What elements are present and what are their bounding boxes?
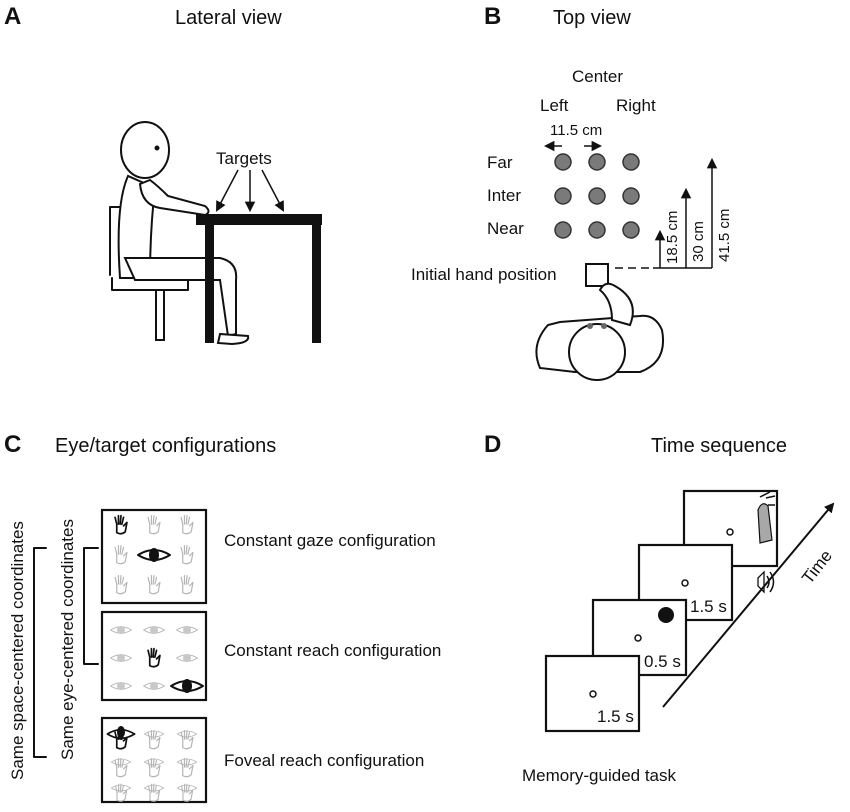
target-far-left bbox=[554, 153, 572, 171]
top-view-person bbox=[535, 282, 664, 381]
pupil-icon bbox=[117, 682, 125, 690]
panel-b: B Top view Center Left Right 11.5 cm Far… bbox=[411, 3, 733, 381]
row-label-inter: Inter bbox=[487, 186, 521, 205]
duration-label-3: 1.5 s bbox=[690, 597, 727, 616]
pupil-icon bbox=[183, 626, 191, 634]
panel-c: C Eye/target configurations Same space-c… bbox=[4, 431, 441, 804]
fixation-point bbox=[726, 528, 734, 536]
config-label-reach: Constant reach configuration bbox=[224, 641, 441, 660]
target-inter-left bbox=[554, 187, 572, 205]
pupil-icon bbox=[117, 626, 125, 634]
config-box-gaze bbox=[100, 508, 208, 605]
pupil-icon bbox=[150, 682, 158, 690]
seated-person-illustration: Targets bbox=[109, 121, 322, 346]
panel-a: A Lateral view Targets bbox=[4, 3, 322, 346]
person-head bbox=[120, 121, 170, 179]
space-coords-bracket bbox=[33, 547, 47, 758]
panel-a-letter: A bbox=[4, 3, 21, 30]
task-label: Memory-guided task bbox=[522, 766, 677, 785]
target-near-left bbox=[554, 221, 572, 239]
config-label-foveal: Foveal reach configuration bbox=[224, 751, 424, 770]
panel-c-title: Eye/target configurations bbox=[55, 435, 276, 457]
pupil-icon bbox=[150, 626, 158, 634]
row-label-near: Near bbox=[487, 219, 524, 238]
sound-icon bbox=[757, 570, 775, 594]
pupil-icon bbox=[117, 654, 125, 662]
table-top bbox=[196, 214, 322, 225]
pupil-icon bbox=[149, 548, 159, 562]
target-near-center bbox=[588, 221, 606, 239]
target-arrow-near bbox=[216, 169, 239, 212]
fixation-point bbox=[634, 634, 642, 642]
panel-a-title: Lateral view bbox=[175, 7, 282, 29]
target-inter-right bbox=[622, 187, 640, 205]
panel-b-letter: B bbox=[484, 3, 501, 30]
duration-label-1: 1.5 s bbox=[597, 707, 634, 726]
fixation-point bbox=[681, 579, 689, 587]
column-label-left: Left bbox=[540, 96, 569, 115]
spacing-label: 11.5 cm bbox=[550, 122, 602, 139]
distance-label-inter: 30 cm bbox=[690, 221, 707, 262]
chair-leg bbox=[155, 289, 165, 341]
eye-left-top bbox=[587, 323, 593, 329]
right-arm-top bbox=[598, 282, 634, 327]
pupil-icon bbox=[183, 654, 191, 662]
pupil-icon bbox=[182, 679, 192, 693]
panel-d: D Time sequence 1.5 s 0.5 s 1.5 s bbox=[484, 431, 836, 785]
duration-label-2: 0.5 s bbox=[644, 652, 681, 671]
target-flash bbox=[658, 607, 674, 623]
time-arrow bbox=[662, 502, 835, 708]
reaching-hand-icon bbox=[757, 503, 773, 544]
config-box-reach bbox=[100, 610, 208, 702]
head-top bbox=[568, 323, 626, 381]
screen-frame bbox=[544, 654, 641, 733]
person-leg bbox=[123, 257, 238, 338]
screen-1-fixation: 1.5 s bbox=[544, 654, 641, 733]
table-leg-left bbox=[205, 225, 214, 343]
distance-label-far: 41.5 cm bbox=[716, 209, 733, 262]
initial-hand-marker bbox=[585, 263, 609, 287]
row-label-far: Far bbox=[487, 153, 513, 172]
column-label-right: Right bbox=[616, 96, 656, 115]
person-arm bbox=[138, 178, 210, 217]
panel-b-title: Top view bbox=[553, 7, 631, 29]
target-grid bbox=[554, 153, 640, 239]
panel-d-letter: D bbox=[484, 431, 501, 458]
config-box-foveal bbox=[100, 716, 208, 804]
column-label-center: Center bbox=[572, 67, 623, 86]
person-foot bbox=[216, 332, 250, 346]
panel-d-title: Time sequence bbox=[651, 435, 787, 457]
target-inter-center bbox=[588, 187, 606, 205]
finger-marks bbox=[759, 491, 776, 506]
table-leg-right bbox=[312, 225, 321, 343]
space-coords-label: Same space-centered coordinates bbox=[8, 521, 27, 780]
eye-coords-bracket bbox=[83, 547, 99, 665]
target-near-right bbox=[622, 221, 640, 239]
eye-right-top bbox=[601, 323, 607, 329]
initial-hand-label: Initial hand position bbox=[411, 265, 557, 284]
fixation-point bbox=[589, 690, 597, 698]
config-label-gaze: Constant gaze configuration bbox=[224, 531, 436, 550]
eye-coords-label: Same eye-centered coordinates bbox=[58, 519, 77, 760]
time-label: Time bbox=[798, 546, 836, 587]
screen-4-reach bbox=[682, 489, 779, 568]
person-eye bbox=[154, 145, 160, 151]
target-arrow-far bbox=[261, 169, 284, 212]
targets-label: Targets bbox=[216, 149, 272, 168]
panel-c-letter: C bbox=[4, 431, 21, 458]
target-far-right bbox=[622, 153, 640, 171]
target-far-center bbox=[588, 153, 606, 171]
distance-label-near: 18.5 cm bbox=[664, 211, 681, 264]
